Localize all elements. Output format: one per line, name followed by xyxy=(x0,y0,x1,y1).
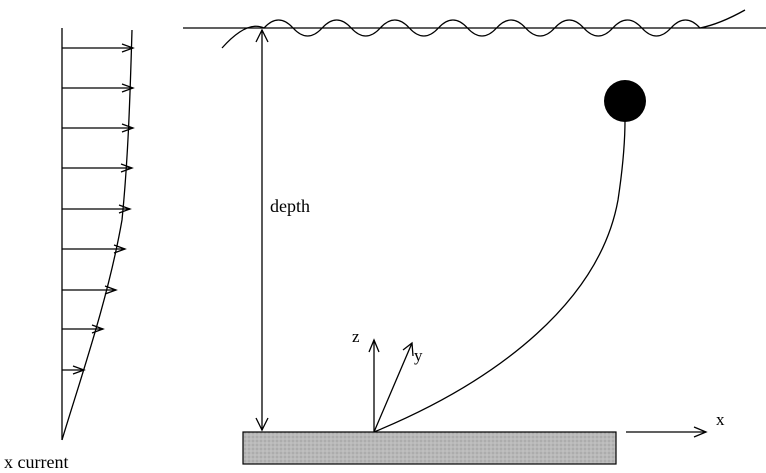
current-arrowhead xyxy=(118,204,132,214)
buoy xyxy=(604,80,646,122)
depth-label: depth xyxy=(270,196,310,216)
current-arrowhead xyxy=(72,365,86,375)
sea-surface xyxy=(183,9,766,49)
local-axes xyxy=(368,338,708,438)
depth-arrow-top xyxy=(255,28,269,43)
current-arrowhead xyxy=(121,83,135,93)
x-axis-arrowhead xyxy=(693,426,708,438)
current-arrowhead xyxy=(113,244,127,254)
current-arrowhead xyxy=(121,43,135,53)
current-profile-curve xyxy=(61,29,133,441)
current-profile xyxy=(61,28,133,441)
y-axis-label: y xyxy=(414,346,423,365)
y-axis-arrowhead xyxy=(402,341,414,357)
x-axis-label: x xyxy=(716,410,725,429)
z-axis-arrowhead xyxy=(368,338,380,353)
current-arrows xyxy=(62,43,135,375)
current-arrowhead xyxy=(120,163,134,173)
current-arrowhead xyxy=(121,123,135,133)
mooring-line xyxy=(373,119,626,433)
current-label: x current xyxy=(4,452,68,472)
seabed xyxy=(242,431,617,465)
current-arrowhead xyxy=(104,285,118,295)
depth-arrow-bottom xyxy=(255,417,269,432)
z-axis-label: z xyxy=(352,327,360,346)
y-axis-line xyxy=(373,342,413,433)
surface-wave xyxy=(221,9,746,49)
depth-dimension xyxy=(255,28,269,432)
current-arrowhead xyxy=(91,324,105,334)
